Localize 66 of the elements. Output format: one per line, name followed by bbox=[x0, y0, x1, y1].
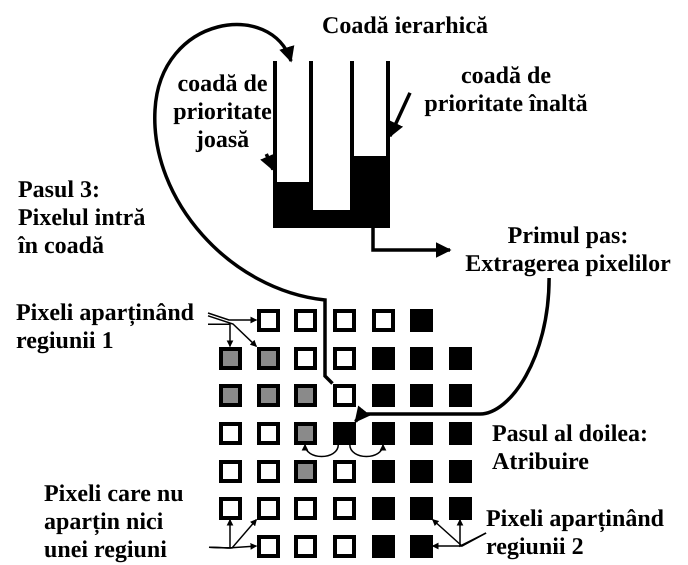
pixel-square bbox=[372, 384, 394, 406]
pixel-square bbox=[332, 346, 356, 370]
arrow bbox=[208, 543, 258, 550]
pixel-square bbox=[410, 308, 432, 332]
pixel-square bbox=[256, 308, 280, 332]
pixel-square bbox=[256, 384, 280, 406]
step-label: Pasul 3: Pixelul intră în coadă bbox=[18, 176, 146, 260]
heading: Coadă ierarhică bbox=[322, 12, 488, 40]
arrow bbox=[208, 312, 258, 324]
arrow bbox=[208, 323, 234, 348]
pixel-square bbox=[410, 422, 432, 444]
pixel-square bbox=[332, 308, 356, 332]
pixel-square bbox=[294, 460, 316, 482]
pixel-square bbox=[294, 422, 316, 444]
pixel-square bbox=[372, 422, 394, 444]
pixel-square bbox=[256, 346, 280, 370]
arrow bbox=[432, 532, 486, 550]
pixel-square bbox=[372, 308, 394, 332]
pixel-square bbox=[294, 308, 316, 332]
pixel-square bbox=[294, 346, 316, 370]
pixel-square bbox=[448, 422, 472, 444]
pixel-square bbox=[372, 534, 394, 558]
pixel-square bbox=[332, 534, 356, 558]
pixel-square bbox=[256, 534, 280, 558]
pixel-square bbox=[294, 384, 316, 406]
pixel-square bbox=[448, 384, 472, 406]
arrow bbox=[388, 92, 412, 138]
pixel-square bbox=[256, 460, 280, 482]
pixel-square bbox=[372, 460, 394, 482]
callout-text: Primul pas: Extragerea pixelilor bbox=[450, 222, 686, 278]
arrow bbox=[354, 278, 551, 423]
callout-text: Pixeli aparținând regiunii 2 bbox=[486, 505, 686, 561]
arrow bbox=[153, 22, 334, 385]
callout-text: Pixeli care nu aparțin nici unei regiuni bbox=[44, 480, 209, 564]
pixel-square bbox=[448, 460, 472, 482]
pixel-square bbox=[448, 346, 472, 370]
callout-text: coadă de prioritate joasă bbox=[160, 70, 285, 154]
pixel-square bbox=[410, 534, 432, 558]
pixel-square bbox=[332, 384, 356, 406]
pixel-square bbox=[410, 496, 432, 520]
pixel-square bbox=[410, 460, 432, 482]
pixel-square bbox=[332, 422, 356, 444]
callout-text: coadă de prioritate înaltă bbox=[410, 62, 602, 118]
pixel-square bbox=[294, 496, 316, 520]
pixel-square bbox=[448, 496, 472, 520]
pixel-square bbox=[256, 422, 280, 444]
step-label: Pasul al doilea: Atribuire bbox=[492, 420, 650, 476]
pixel-square bbox=[410, 346, 432, 370]
pixel-square bbox=[218, 422, 242, 444]
callout-text: Pixeli aparținând regiunii 1 bbox=[16, 299, 208, 355]
arrow bbox=[371, 228, 452, 258]
arrow bbox=[208, 315, 258, 348]
pixel-square bbox=[410, 384, 432, 406]
pixel-square bbox=[372, 496, 394, 520]
arrow bbox=[302, 444, 340, 458]
arrow bbox=[349, 444, 386, 458]
pixel-square bbox=[218, 384, 242, 406]
pixel-square bbox=[332, 460, 356, 482]
pixel-square bbox=[294, 534, 316, 558]
pixel-square bbox=[256, 496, 280, 520]
pixel-square bbox=[372, 346, 394, 370]
pixel-square bbox=[332, 496, 356, 520]
pixel-square bbox=[218, 346, 242, 370]
arrow bbox=[260, 153, 275, 172]
pixel-square bbox=[218, 496, 242, 520]
pixel-square bbox=[218, 460, 242, 482]
